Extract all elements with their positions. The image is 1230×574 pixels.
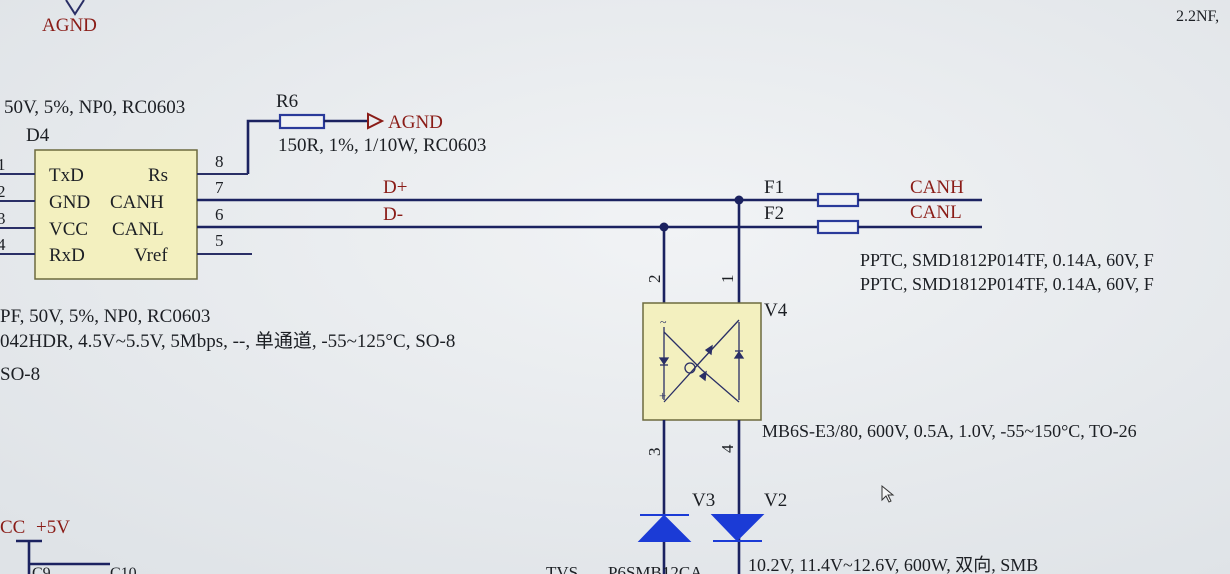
top-agnd-label: AGND	[42, 15, 97, 36]
resistor-spec: 150R, 1%, 1/10W, RC0603	[278, 135, 486, 156]
chip-pin-name-vcc: VCC	[49, 219, 88, 240]
chip-pin-name-canh: CANH	[110, 192, 164, 213]
chip-pin-name-rxd: RxD	[49, 245, 85, 266]
fuse-f1-body	[816, 192, 860, 208]
fuse-spec-2: PPTC, SMD1812P014TF, 0.14A, 60V, F	[860, 274, 1154, 294]
resistor-r6-body	[278, 113, 326, 130]
mouse-cursor-icon	[881, 484, 895, 503]
chip-pin-num-6: 6	[215, 205, 224, 224]
chip-pin-num-4: 4	[0, 235, 6, 254]
cap-c9-ref: C9	[32, 565, 51, 574]
fuse-f2-body	[816, 219, 860, 235]
bridge-ref: V4	[764, 300, 788, 321]
chip-note-2: 042HDR, 4.5V~5.5V, 5Mbps, --, 单通道, -55~1…	[0, 330, 455, 352]
chip-pin-num-3: 3	[0, 209, 6, 228]
chip-d4-body	[34, 149, 198, 280]
chip-pin-name-txd: TxD	[49, 165, 84, 186]
svg-text:~: ~	[660, 315, 667, 329]
chip-pin-name-gnd: GND	[49, 192, 90, 213]
chip-pin-num-7: 7	[215, 178, 224, 197]
tvs-spec: 10.2V, 11.4V~12.6V, 600W, 双向, SMB	[748, 555, 1038, 574]
tvs-v3-diode-icon	[637, 514, 692, 542]
fuse-spec-1: PPTC, SMD1812P014TF, 0.14A, 60V, F	[860, 250, 1154, 270]
resistor-ref: R6	[276, 91, 298, 112]
bridge-pin-num-2: 2	[645, 275, 664, 284]
net-label-d-plus: D+	[383, 177, 407, 198]
chip-pin-num-8: 8	[215, 152, 224, 171]
tvs-v3-ref: V3	[692, 490, 715, 511]
chip-pin-num-5: 5	[215, 231, 224, 250]
net-label-d-minus: D-	[383, 204, 403, 225]
chip-pin-num-2: 2	[0, 182, 6, 201]
tvs-part-number: P6SMB12CA	[608, 563, 703, 574]
svg-text:+: +	[659, 388, 666, 403]
chip-pin-name-vref: Vref	[134, 245, 168, 266]
vcc-label: CC	[0, 517, 25, 538]
bridge-rectifier-icon: ~ +	[658, 315, 745, 403]
bridge-pin-num-1: 1	[718, 275, 737, 284]
capacitor-spec-top: 50V, 5%, NP0, RC0603	[4, 97, 185, 118]
chip-ref: D4	[26, 125, 50, 146]
net-label-canl: CANL	[910, 202, 962, 223]
fuse-f1-ref: F1	[764, 177, 784, 198]
tvs-v2-diode-icon	[710, 514, 765, 542]
top-right-cap-label: 2.2NF,	[1176, 8, 1219, 25]
chip-pin-num-1: 1	[0, 155, 6, 174]
tvs-partial-label: TVS	[546, 563, 578, 574]
chip-note-1: PF, 50V, 5%, NP0, RC0603	[0, 306, 210, 327]
chip-note-3: SO-8	[0, 364, 40, 385]
fuse-f2-ref: F2	[764, 203, 784, 224]
bridge-pin-num-3: 3	[645, 448, 664, 457]
tvs-v2-ref: V2	[764, 490, 787, 511]
rs-wire	[246, 119, 280, 174]
bridge-pin-num-4: 4	[718, 444, 737, 453]
bridge-spec: MB6S-E3/80, 600V, 0.5A, 1.0V, -55~150°C,…	[762, 421, 1137, 441]
chip-pin-name-canl: CANL	[112, 219, 164, 240]
net-label-canh: CANH	[910, 177, 964, 198]
chip-pin-name-rs: Rs	[148, 165, 168, 186]
cap-c10-ref: C10	[110, 565, 137, 574]
resistor-net-label: AGND	[388, 112, 443, 133]
ground-arrow-icon	[65, 0, 85, 16]
plus5v-label: +5V	[36, 517, 70, 538]
agnd-arrow-icon	[367, 112, 385, 130]
